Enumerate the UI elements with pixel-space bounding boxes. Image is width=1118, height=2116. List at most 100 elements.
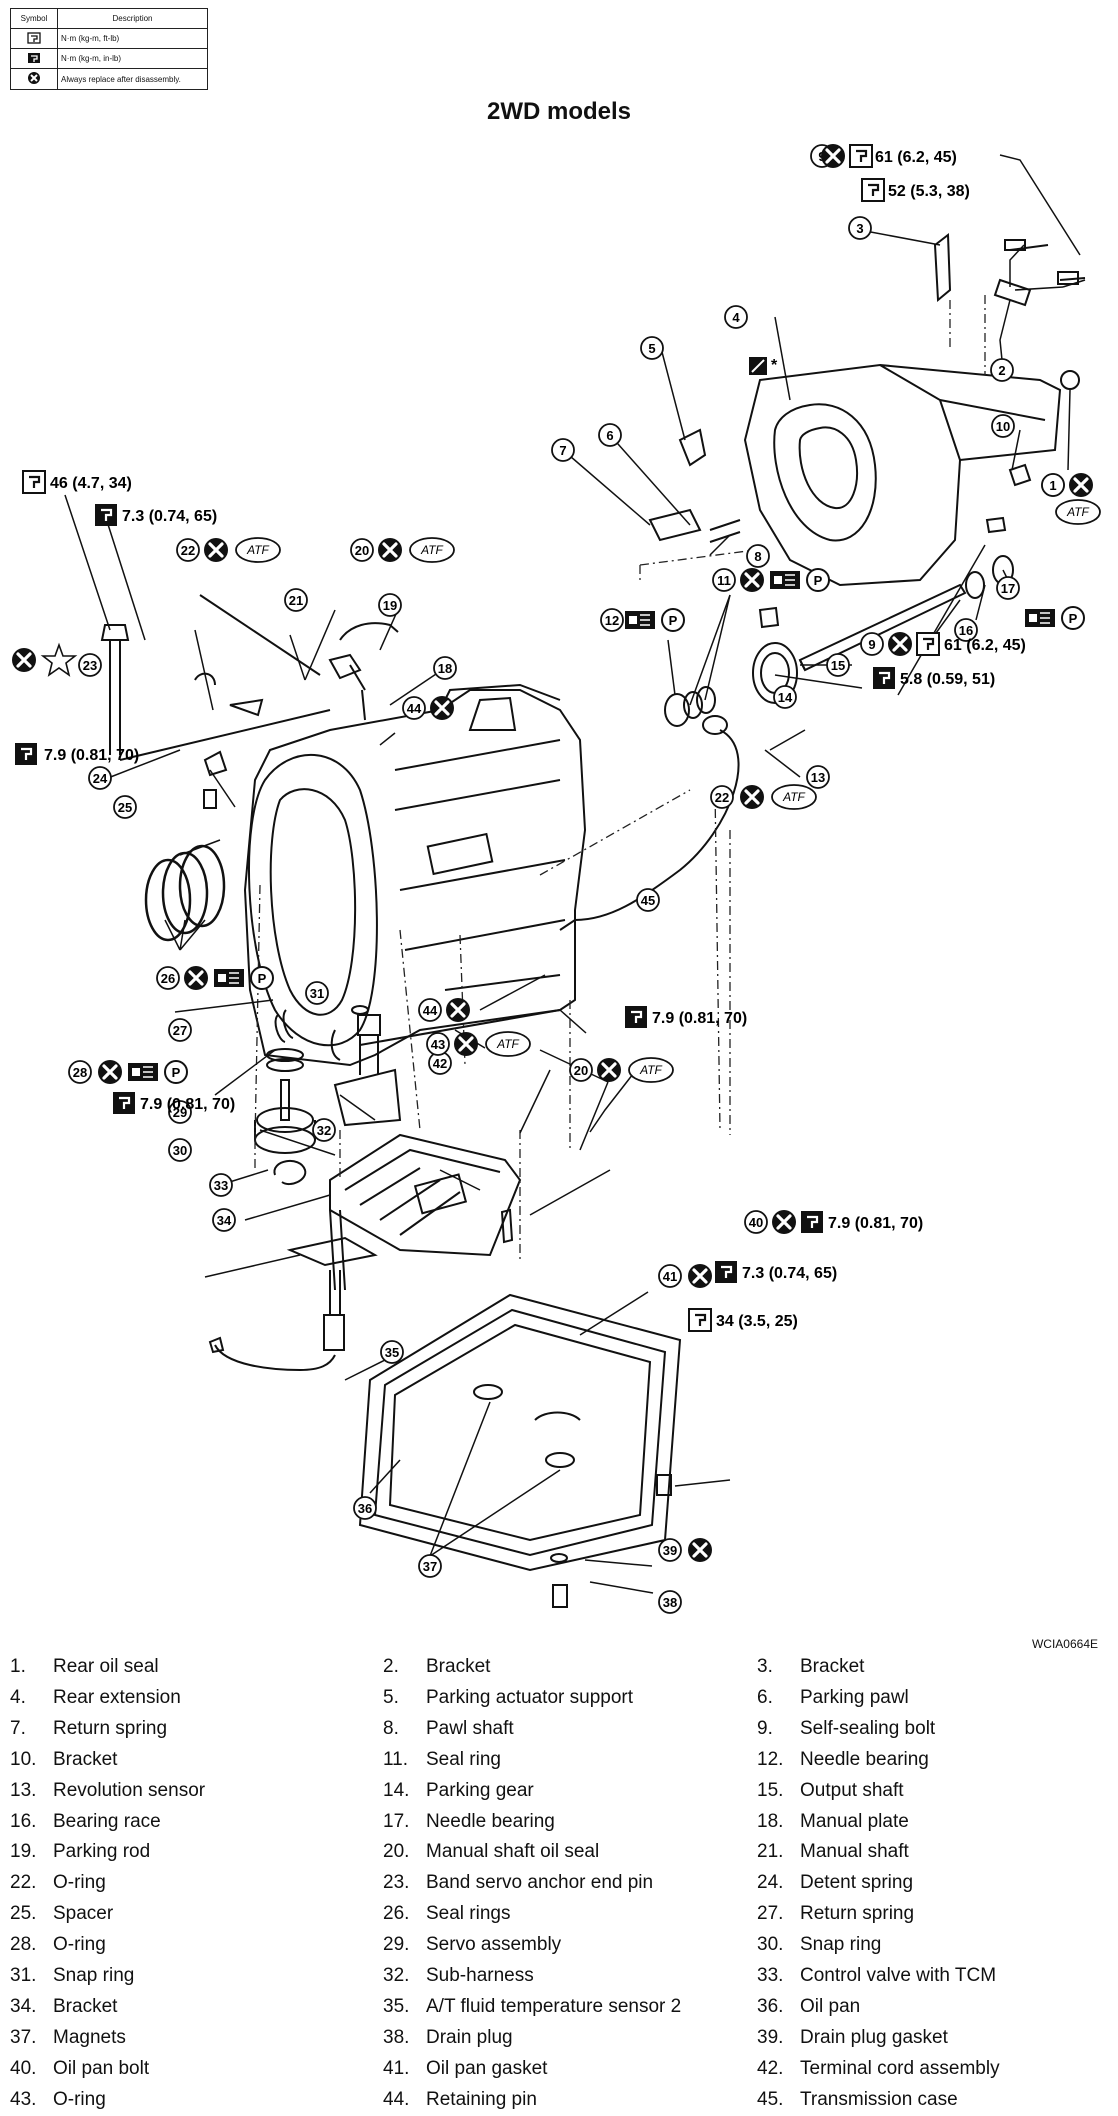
torque-wrench-icon [10, 28, 58, 49]
callout-number: 2 [998, 363, 1005, 378]
atf-badge: ATF [496, 1037, 519, 1051]
part-name: Manual shaft oil seal [426, 1841, 600, 1863]
torque-wrench-small-icon [13, 741, 39, 767]
torque-wrench-small-icon [799, 1209, 825, 1235]
part-number: 18. [757, 1810, 784, 1832]
part-number: 16. [10, 1810, 37, 1832]
part-number: 6. [757, 1686, 773, 1708]
symbol-legend-table: Symbol Description N·m (kg-m, ft-lb) N·m… [10, 8, 208, 90]
callout-22a: 22 [176, 538, 200, 562]
torque-spec: 34 (3.5, 25) [716, 1313, 798, 1330]
callout-23: 23 [78, 653, 102, 677]
part-number: 4. [10, 1686, 26, 1708]
petroleum-jelly-icon [127, 1062, 159, 1082]
part-name: O-ring [53, 1934, 106, 1956]
callout-20a: 20 [350, 538, 374, 562]
legend-header-symbol: Symbol [10, 8, 58, 29]
part-number: 5. [383, 1686, 399, 1708]
callout-35: 35 [380, 1340, 404, 1364]
callout-number: 18 [438, 661, 452, 676]
callout-43: 43 [426, 1032, 450, 1056]
replace-x-icon [738, 783, 766, 811]
callout-28: 28 [68, 1060, 92, 1084]
part-name: Needle bearing [426, 1810, 555, 1832]
callout-30: 30 [168, 1138, 192, 1162]
callout-32: 32 [312, 1118, 336, 1142]
legend-description: N·m (kg-m, ft-lb) [57, 28, 208, 49]
callout-37: 37 [418, 1554, 442, 1578]
part-name: Parking gear [426, 1779, 534, 1801]
callout-2: 2 [990, 358, 1014, 382]
replace-x-icon [595, 1056, 623, 1084]
callout-number: 9 [868, 637, 875, 652]
manual-shaft-drawing [100, 594, 399, 809]
part-number: 19. [10, 1841, 37, 1863]
exploded-parts-diagram: 1234567810111213141516171819212324252627… [10, 142, 1101, 1614]
callout-4: 4 [724, 305, 748, 329]
atf-badge: ATF [246, 543, 269, 557]
callout-number: 14 [778, 690, 793, 705]
part-number: 26. [383, 1903, 410, 1925]
torque-spec: 7.9 (0.81, 70) [44, 747, 139, 764]
callout-number: 40 [749, 1215, 763, 1230]
callout-number: 43 [431, 1037, 445, 1052]
replace-x-icon [738, 566, 766, 594]
part-number: 3. [757, 1656, 773, 1677]
leader-lines [64, 154, 1086, 1594]
part-name: O-ring [53, 1872, 106, 1894]
callout-number: 39 [663, 1543, 677, 1558]
part-number: 8. [383, 1717, 399, 1739]
symbol-badges: ATF * ATF ATF P P P ATF [10, 357, 1101, 1564]
replace-x-icon [686, 1536, 714, 1564]
replace-x-icon [452, 1030, 480, 1058]
callout-number: 8 [754, 549, 761, 564]
bracket-34-drawing [286, 1236, 378, 1351]
page-title: 2WD models [486, 98, 632, 125]
part-number: 37. [10, 2026, 37, 2048]
callout-17: 17 [996, 576, 1020, 600]
callout-45: 45 [636, 888, 660, 912]
oil-pan-drawing [358, 1293, 682, 1572]
part-name: Bracket [53, 1995, 118, 2017]
part-number: 11. [383, 1748, 409, 1770]
callout-number: 22 [715, 790, 729, 805]
part-number: 20. [383, 1841, 410, 1863]
part-name: Rear oil seal [53, 1656, 159, 1677]
torque-spec: 7.9 (0.81, 70) [828, 1215, 923, 1232]
callout-3: 3 [848, 216, 872, 240]
part-name: Terminal cord assembly [800, 2057, 1000, 2079]
callout-26: 26 [156, 966, 180, 990]
callout-20b: 20 [569, 1058, 593, 1082]
part-name: Band servo anchor end pin [426, 1872, 654, 1894]
torque-spec: 5.8 (0.59, 51) [900, 671, 995, 688]
callout-41: 41 [658, 1264, 682, 1288]
torque-wrench-icon [915, 631, 941, 657]
p-badge-label: P [814, 573, 823, 588]
callout-number: 4 [732, 310, 740, 325]
callout-19: 19 [378, 593, 402, 617]
callout-number: 5 [648, 341, 655, 356]
replace-x-icon [428, 694, 456, 722]
callout-21: 21 [284, 588, 308, 612]
replace-x-icon [10, 646, 38, 674]
part-name: Oil pan bolt [53, 2057, 150, 2079]
callout-number: 42 [433, 1056, 447, 1071]
part-name: Drain plug [426, 2026, 513, 2048]
callout-39: 39 [658, 1538, 682, 1562]
replace-x-icon [686, 1262, 714, 1290]
part-name: A/T fluid temperature sensor 2 [426, 1995, 682, 2017]
callout-number: 17 [1001, 581, 1015, 596]
p-badge-label: P [258, 971, 267, 986]
part-number: 45. [757, 2088, 784, 2110]
part-number: 21. [757, 1841, 784, 1863]
callout-40: 40 [744, 1210, 768, 1234]
petroleum-jelly-icon [624, 610, 656, 630]
callout-number: 20 [574, 1063, 588, 1078]
part-name: Seal ring [426, 1748, 501, 1770]
callout-number: 10 [996, 419, 1010, 434]
part-number: 28. [10, 1934, 37, 1956]
callout-13: 13 [806, 765, 830, 789]
callout-number: 26 [161, 971, 175, 986]
atf-badge: ATF [639, 1063, 662, 1077]
replace-x-icon [1067, 471, 1095, 499]
